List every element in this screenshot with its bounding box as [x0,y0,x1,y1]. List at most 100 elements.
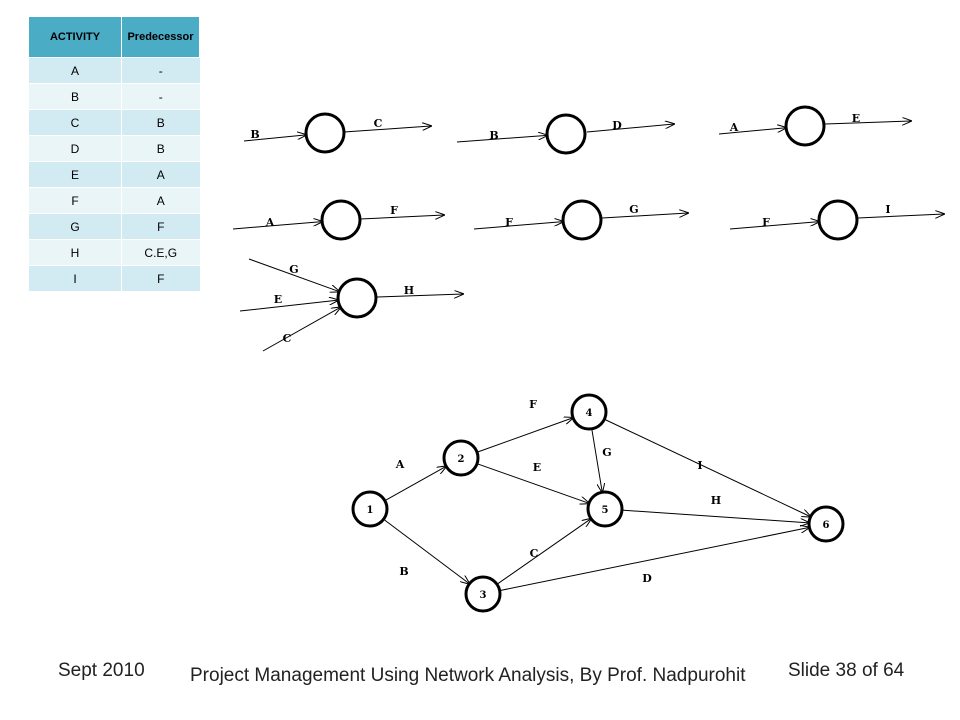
activity-arrow-a [718,128,786,135]
activity-label-c: C [283,332,292,345]
predecessor-cell: B [121,135,200,162]
network-label-g: G [602,446,611,459]
fragment-2: BD [456,113,674,155]
activity-cell: H [28,239,122,266]
network-node-label-4: 4 [586,408,593,419]
footer-slide-number: Slide 38 of 64 [788,660,905,681]
activity-cell: E [28,161,122,188]
event-node [545,113,587,155]
network-node-label-3: 3 [480,590,487,601]
activity-label-e: E [274,293,282,306]
predecessor-cell: - [121,83,200,110]
network-node-label-1: 1 [367,505,374,516]
event-node [561,199,603,241]
activity-label-b: B [489,129,498,142]
activity-arrow-g [601,213,688,219]
network-arrow-i [604,418,810,516]
network-node-4 [570,393,608,431]
network-label-i: I [697,459,702,472]
network-node-2 [442,439,480,477]
predecessor-cell: F [121,265,200,291]
network-node-label-5: 5 [602,505,609,516]
activity-label-g: G [629,203,638,216]
activity-cell: I [28,265,122,291]
network-label-d: D [642,572,652,585]
activity-arrow-g [248,258,339,292]
table-row: B- [28,83,200,110]
network-arrow-e [476,463,589,504]
activity-arrow-e [824,121,911,124]
footer-date: Sept 2010 [58,660,145,681]
activity-label-e: E [852,112,860,125]
network-arrow-h [621,509,809,523]
activity-arrow-c [343,126,431,133]
footer-title: Project Management Using Network Analysi… [190,665,746,686]
activity-cell: F [28,187,122,214]
network-arrow-g [591,428,602,492]
activity-label-f: F [390,204,398,217]
predecessor-cell: F [121,213,200,240]
event-node [320,199,362,241]
network-label-f: F [529,398,537,411]
activity-arrow-i [857,214,944,219]
activity-cell: C [28,109,122,136]
network-label-e: E [533,461,541,474]
activity-label-i: I [885,203,890,216]
activity-label-f: F [505,216,513,229]
activity-label-g: G [289,263,298,276]
activity-arrow-f [359,215,444,220]
activity-label-d: D [612,119,622,132]
fragment-3: AE [718,105,911,147]
fragment-4: AF [232,199,444,241]
network-arrow-b [383,518,470,584]
network-arrow-c [496,519,591,585]
network-label-c: C [530,547,539,560]
activity-arrow-b [456,135,547,143]
predecessor-cell: - [121,57,200,84]
network-arrow-f [476,418,573,453]
activity-label-a: A [265,216,275,229]
predecessor-cell: A [121,187,200,214]
activity-label-a: A [729,121,739,134]
activity-arrow-h [376,294,463,297]
table-header-row: ACTIVITY Predecessor [28,16,200,58]
activity-arrow-c [262,307,340,352]
network-label-h: H [711,494,721,507]
activity-cell: D [28,135,122,162]
event-node [784,105,826,147]
activity-arrow-a [232,222,322,230]
activity-arrow-f [473,222,563,230]
event-node [336,277,378,319]
activity-label-f: F [762,216,770,229]
network-node-label-6: 6 [823,520,830,531]
fragment-6: FI [729,199,944,241]
event-node [817,199,859,241]
header-predecessor: Predecessor [121,16,200,58]
network-arrow-d [499,527,810,592]
event-node [304,112,346,154]
fragment-1: BC [243,112,431,154]
activity-label-c: C [374,117,383,130]
activity-arrow-d [586,124,674,133]
activity-label-b: B [250,128,259,141]
network-node-6 [807,505,845,543]
header-activity: ACTIVITY [28,16,122,58]
activity-cell: A [28,57,122,84]
activity-cell: B [28,83,122,110]
network-node-label-2: 2 [458,454,465,465]
network-node-1 [351,490,389,528]
activity-arrow-f [729,222,819,230]
network-node-5 [586,490,624,528]
activity-arrow-e [239,300,338,312]
fragment-5: FG [473,199,688,241]
predecessor-cell: B [121,109,200,136]
